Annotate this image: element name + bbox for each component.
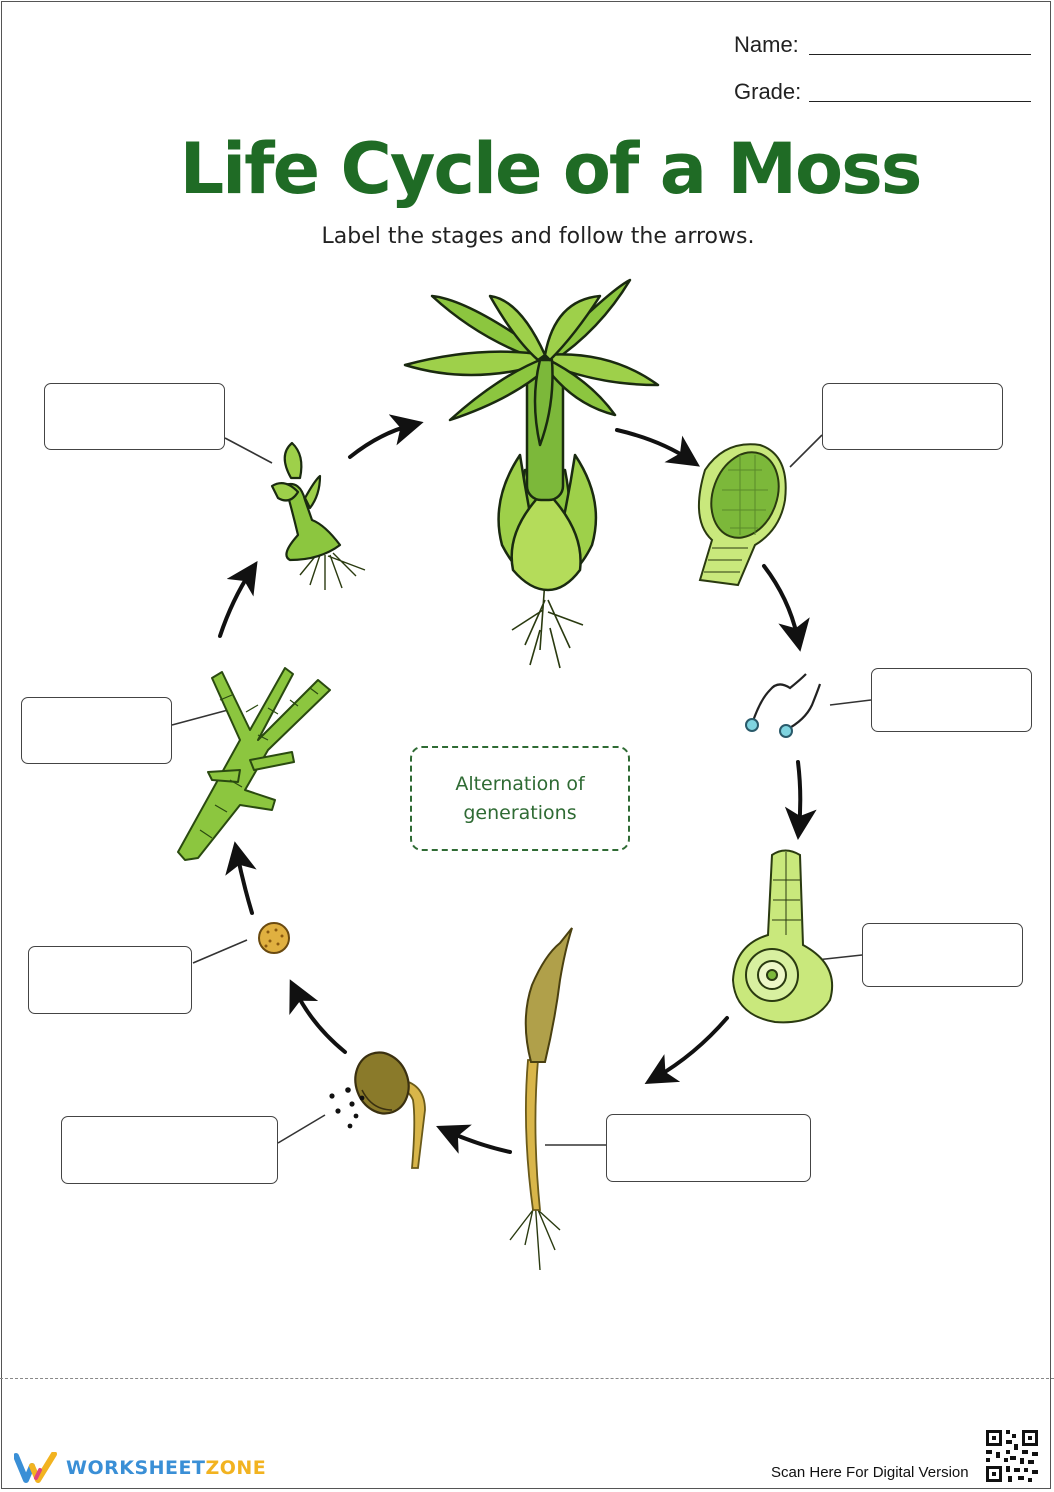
zygote-in-archegonium	[731, 849, 834, 1024]
name-write-line[interactable]	[809, 54, 1031, 55]
center-note: Alternation of generations	[410, 746, 630, 851]
page-subtitle: Label the stages and follow the arrows.	[321, 224, 755, 249]
scan-text: Scan Here For Digital Version	[771, 1464, 969, 1481]
arrow-mature-to-archegonium	[615, 428, 700, 467]
label-box-capsule-release[interactable]	[61, 1116, 278, 1184]
sperm-cells	[745, 673, 822, 738]
grade-label: Grade:	[734, 79, 802, 104]
center-note-text: Alternation of generations	[455, 772, 585, 824]
label-box-sperm[interactable]	[871, 668, 1032, 732]
capsule-releasing-spores	[329, 1051, 426, 1169]
sporophyte	[509, 927, 573, 1271]
brand-name: WORKSHEETZONE	[66, 1457, 266, 1479]
cycle-arrows	[218, 414, 817, 1154]
arrow-sporophyte-to-capsule	[436, 1124, 512, 1154]
brand-name-part2: ZONE	[205, 1457, 267, 1479]
label-box-spore[interactable]	[28, 946, 192, 1014]
label-box-young-gametophyte[interactable]	[44, 383, 225, 450]
label-box-zygote[interactable]	[862, 923, 1023, 987]
mature-moss-plant	[403, 278, 660, 669]
connector-lines	[171, 434, 872, 1146]
archegonium	[697, 443, 787, 587]
arrow-spore-to-protonema	[225, 841, 257, 915]
footer-divider	[0, 1378, 1054, 1379]
label-box-sporophyte[interactable]	[606, 1114, 811, 1182]
label-box-protonema[interactable]	[21, 697, 172, 764]
qr-code-icon[interactable]	[984, 1428, 1040, 1484]
arrow-zygote-to-sporophyte	[644, 1016, 729, 1084]
name-field[interactable]: Name:	[734, 32, 1031, 58]
arrow-protonema-to-gametophyte	[218, 560, 258, 638]
grade-field[interactable]: Grade:	[734, 79, 1031, 105]
name-label: Name:	[734, 32, 799, 57]
arrow-capsule-to-spore	[289, 979, 347, 1054]
worksheetzone-logo-icon	[14, 1452, 57, 1483]
arrow-gametophyte-to-mature	[348, 414, 424, 459]
arrow-sperm-to-zygote	[784, 760, 817, 840]
arrow-archegonium-to-sperm	[762, 564, 810, 652]
protonema	[177, 667, 331, 861]
spore	[258, 922, 290, 954]
young-gametophyte	[270, 441, 366, 590]
brand-logo: WORKSHEETZONE	[14, 1452, 266, 1484]
label-box-archegonium[interactable]	[822, 383, 1003, 450]
grade-write-line[interactable]	[809, 101, 1031, 102]
brand-name-part1: WORKSHEET	[66, 1457, 206, 1479]
page-title: Life Cycle of a Moss	[179, 128, 923, 210]
